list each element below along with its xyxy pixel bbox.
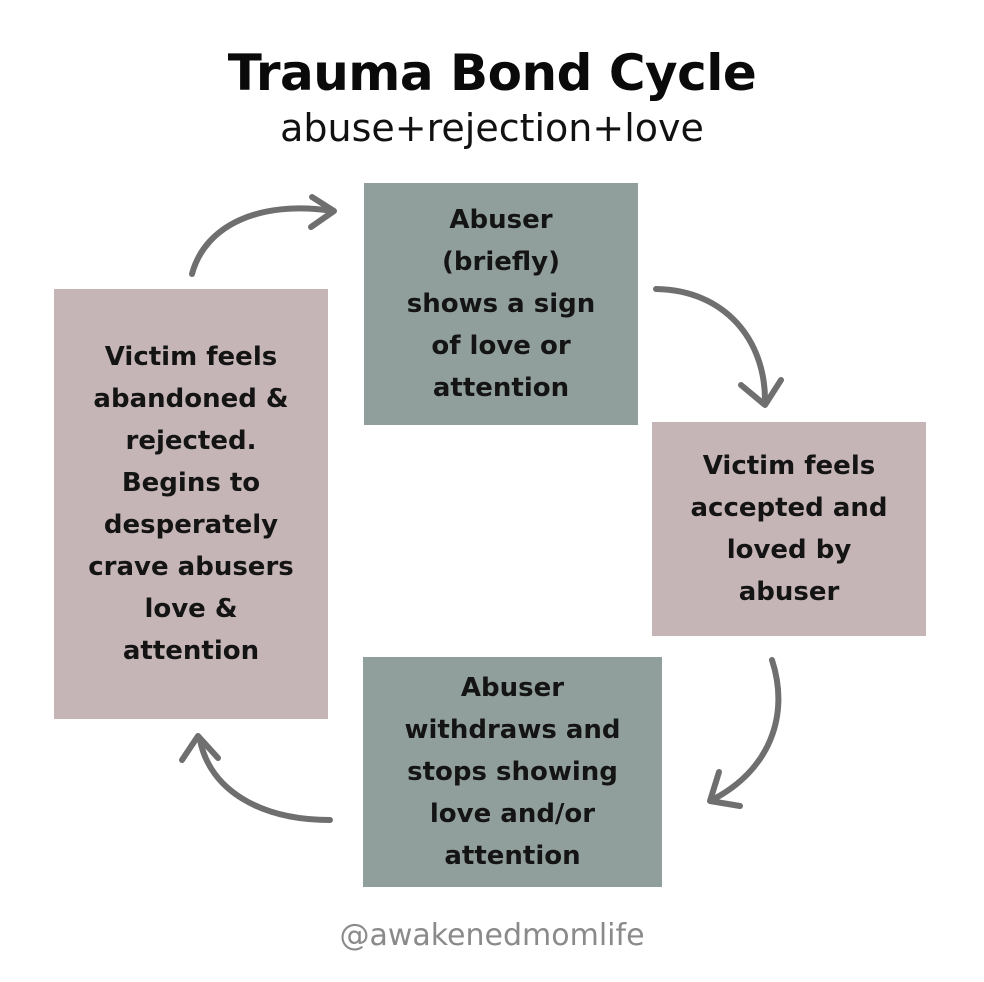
abuser-withdraws-text: Abuser withdraws and stops showing love … (404, 673, 621, 871)
arrow-bottom-to-left (179, 733, 333, 823)
abuser-love-text: Abuser (briefly) shows a sign of love or… (406, 205, 596, 403)
abuser-withdraws-box: Abuser withdraws and stops showing love … (363, 657, 662, 887)
diagram-subtitle: abuse+rejection+love (280, 106, 704, 150)
author-handle: @awakenedmomlife (339, 918, 645, 953)
victim-accepted-box: Victim feels accepted and loved by abuse… (652, 422, 926, 636)
arrow-top-to-right (653, 286, 784, 408)
victim-abandoned-box: Victim feels abandoned & rejected. Begin… (54, 289, 328, 719)
victim-accepted-text: Victim feels accepted and loved by abuse… (690, 451, 888, 607)
victim-abandoned-text: Victim feels abandoned & rejected. Begin… (88, 342, 294, 666)
abuser-love-box: Abuser (briefly) shows a sign of love or… (364, 183, 638, 425)
arrow-left-to-top (189, 194, 337, 277)
arrow-right-to-bottom (707, 657, 782, 809)
diagram-title: Trauma Bond Cycle (227, 44, 757, 102)
